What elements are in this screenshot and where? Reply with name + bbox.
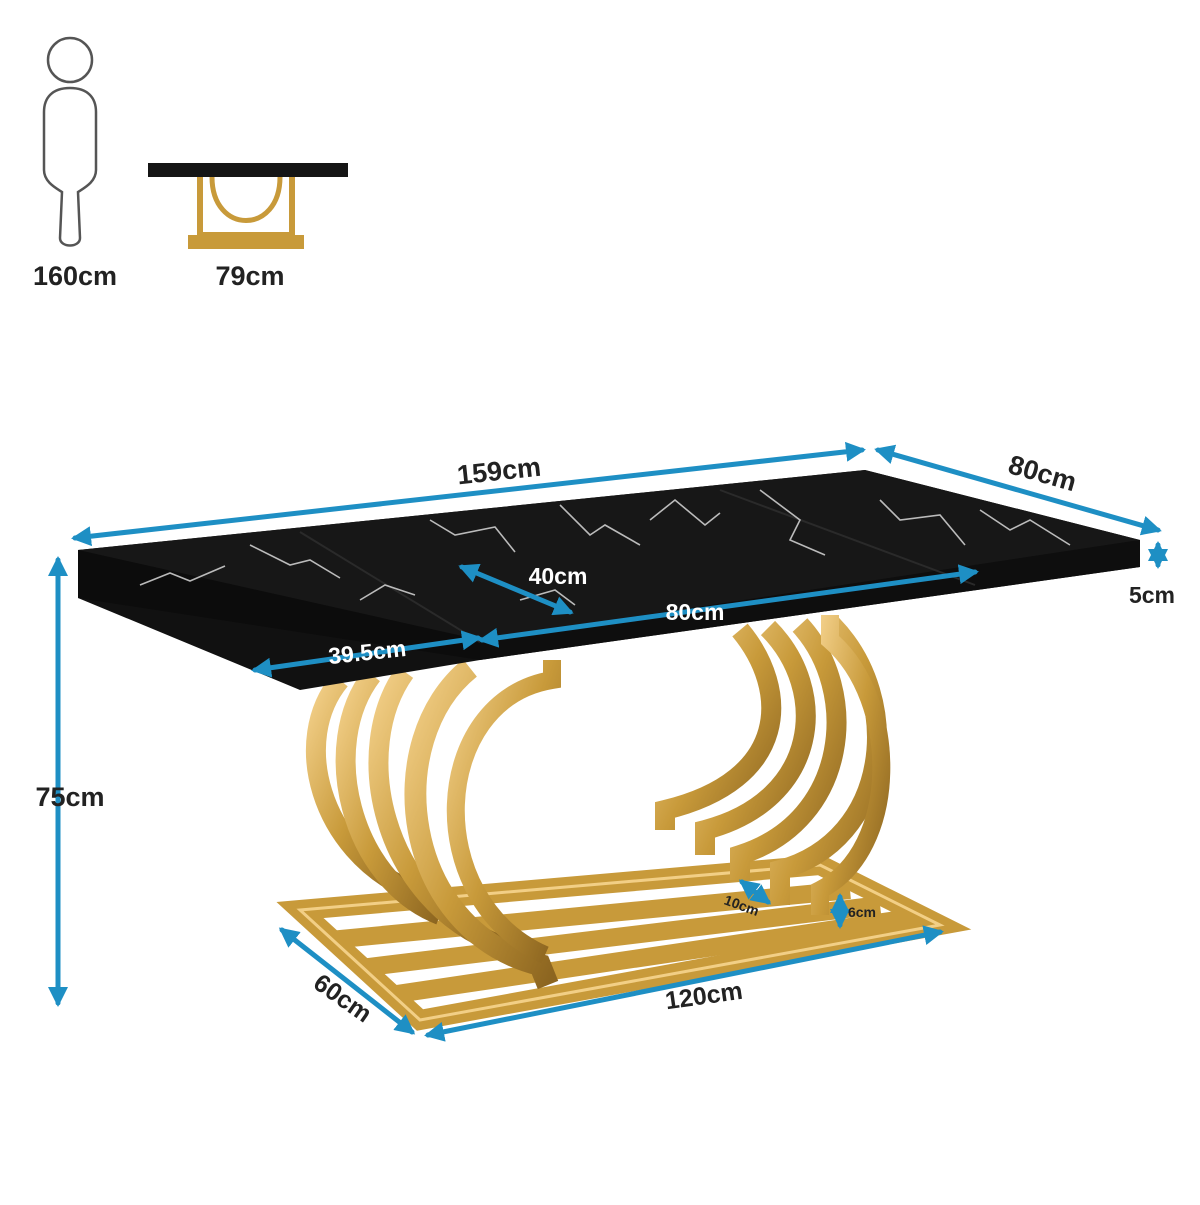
marble-tabletop — [78, 470, 1140, 690]
overall-height-label: 75cm — [35, 782, 104, 812]
person-height-label: 160cm — [33, 261, 117, 291]
person-silhouette-icon — [42, 36, 98, 247]
table-illustration: 159cm 80cm 5cm 75cm 40cm 80cm 39.5cm 60c… — [35, 441, 1175, 1042]
foot-height-label: 6cm — [848, 904, 876, 920]
inner-leaf-length-label: 80cm — [666, 599, 725, 625]
right-ring-legs — [655, 615, 891, 915]
dimension-lines — [48, 441, 1168, 1042]
top-length-label: 159cm — [456, 452, 543, 491]
inner-leaf-width-label: 40cm — [529, 563, 588, 589]
top-thickness-label: 5cm — [1129, 582, 1175, 608]
table-side-view-icon — [148, 163, 348, 249]
table-height-label: 79cm — [215, 261, 284, 291]
